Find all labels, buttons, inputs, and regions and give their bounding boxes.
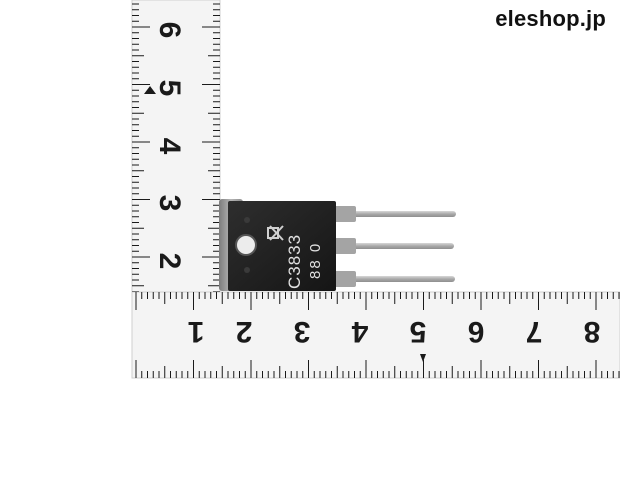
ruler-label: 8 xyxy=(584,315,601,348)
ruler-marker-icon xyxy=(420,354,426,362)
transistor: C3833 88 0 xyxy=(219,199,456,291)
sanken-logo-icon xyxy=(267,225,284,241)
ruler-label: 2 xyxy=(236,315,253,348)
lot-code-marking: 88 0 xyxy=(307,242,324,279)
ruler-label: 6 xyxy=(468,315,485,348)
vertical-ruler: 6 5 4 3 2 1 xyxy=(131,0,221,379)
ruler-label: 1 xyxy=(188,315,205,348)
lead-2 xyxy=(334,243,454,249)
site-watermark: eleshop.jp xyxy=(495,6,606,31)
ruler-label: 6 xyxy=(153,22,186,39)
mounting-hole xyxy=(235,234,257,256)
lead-3 xyxy=(334,276,455,282)
ruler-label: 5 xyxy=(410,315,427,348)
ruler-label: 5 xyxy=(153,80,186,97)
ruler-label: 3 xyxy=(153,195,186,212)
lead-1 xyxy=(334,211,456,217)
ruler-label: 2 xyxy=(153,253,186,270)
transistor-body xyxy=(228,201,336,291)
ruler-marker-icon xyxy=(144,86,156,94)
ruler-label: 4 xyxy=(153,138,186,155)
ruler-label: 4 xyxy=(351,315,368,348)
part-number-marking: C3833 xyxy=(285,234,304,289)
ruler-label: 3 xyxy=(294,315,311,348)
ruler-label: 7 xyxy=(526,315,543,348)
